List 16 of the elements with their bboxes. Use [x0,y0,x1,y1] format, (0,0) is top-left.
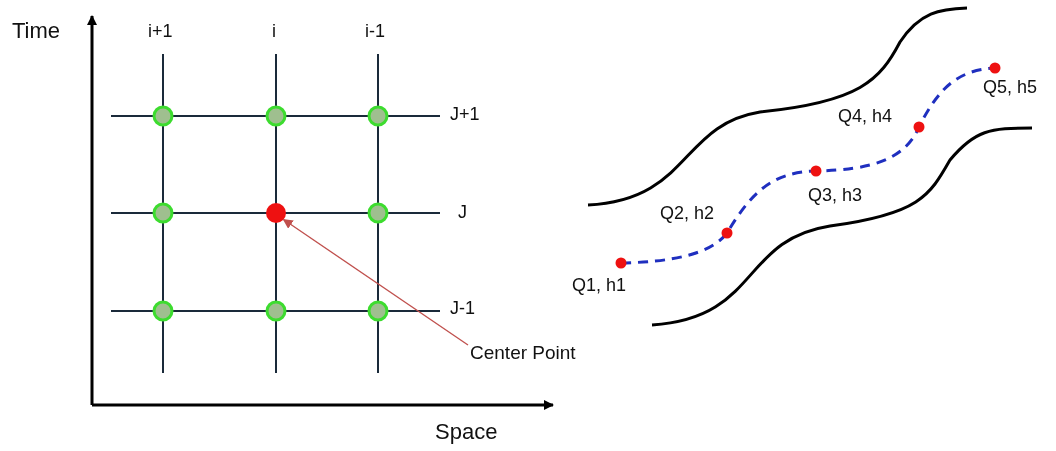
column-label: i-1 [365,22,385,42]
row-label: J+1 [450,105,480,125]
point-label: Q1, h1 [572,276,627,296]
leader-arrow [282,218,469,346]
point-label: Q4, h4 [838,107,893,127]
point-label: Q3, h3 [808,186,863,206]
column-label: i+1 [148,22,173,42]
row-label: J [458,203,467,223]
column-label: i [272,22,276,42]
callout-text: Center Point [470,343,576,364]
axis-label: Space [435,420,498,445]
axis-label: Time [12,19,61,44]
row-label: J-1 [450,299,475,319]
center-point-dot [266,203,286,223]
point-label: Q5, h5 [983,78,1038,98]
point-label: Q2, h2 [660,204,715,224]
